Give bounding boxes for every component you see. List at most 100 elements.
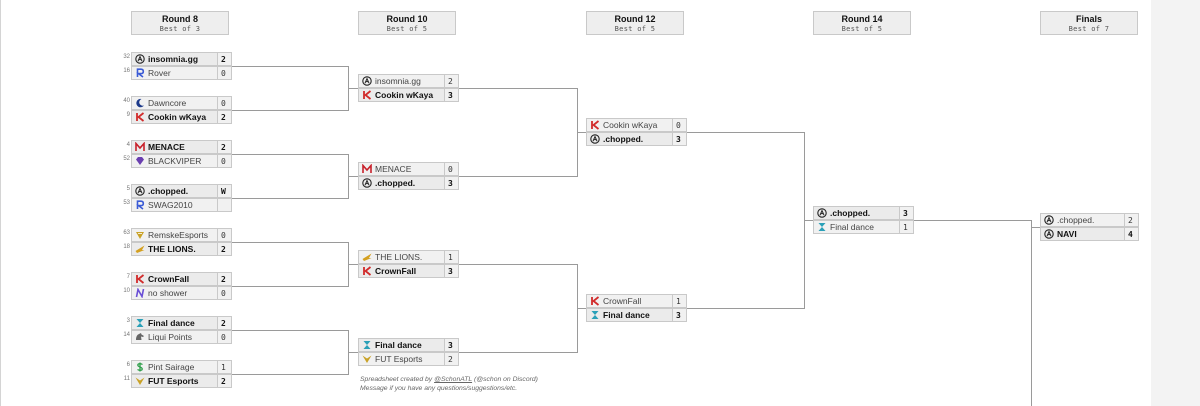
a-circle-icon	[361, 178, 372, 189]
team-cell[interactable]: Liqui Points	[131, 330, 218, 344]
score-cell[interactable]: 1	[899, 220, 914, 234]
team-name: SWAG2010	[148, 200, 193, 210]
team-cell[interactable]: Pint Sairage	[131, 360, 218, 374]
seed-number: 6	[126, 362, 130, 368]
score-cell[interactable]: 0	[217, 286, 232, 300]
team-cell[interactable]: Final dance	[813, 220, 900, 234]
team-cell[interactable]: .chopped.	[1040, 213, 1125, 227]
team-name: Final dance	[148, 318, 195, 328]
team-cell[interactable]: insomnia.gg	[358, 74, 445, 88]
team-cell[interactable]: .chopped.	[813, 206, 900, 220]
score-cell[interactable]: 2	[217, 316, 232, 330]
k-letter-icon	[134, 274, 145, 285]
team-name: CrownFall	[603, 296, 642, 306]
team-cell[interactable]: NAVI	[1040, 227, 1125, 241]
seed-number: 16	[123, 68, 130, 74]
round-14-header: Round 14 Best of 5	[813, 11, 911, 35]
score-cell[interactable]: 3	[444, 264, 459, 278]
score-cell[interactable]: 2	[444, 352, 459, 366]
r-letter-icon	[134, 200, 145, 211]
team-name: Final dance	[375, 340, 422, 350]
team-name: .chopped.	[375, 178, 416, 188]
team-cell[interactable]: no shower	[131, 286, 218, 300]
team-cell[interactable]: CrownFall	[131, 272, 218, 286]
round-subtitle: Best of 5	[386, 25, 428, 33]
team-cell[interactable]: Rover	[131, 66, 218, 80]
team-cell[interactable]: .chopped.	[131, 184, 218, 198]
round-8-header: Round 8 Best of 3	[131, 11, 229, 35]
score-cell[interactable]: 0	[217, 154, 232, 168]
team-name: CrownFall	[375, 266, 417, 276]
score-cell[interactable]: 0	[672, 118, 687, 132]
team-cell[interactable]: Final dance	[358, 338, 445, 352]
round-title: Round 10	[386, 14, 428, 24]
score-cell[interactable]: 1	[217, 360, 232, 374]
score-cell[interactable]: 3	[444, 88, 459, 102]
score-cell[interactable]: 2	[217, 140, 232, 154]
score-cell[interactable]: 0	[217, 66, 232, 80]
score-cell[interactable]: 4	[1124, 227, 1139, 241]
seed-number: 4	[126, 142, 130, 148]
hourglass-icon	[816, 222, 827, 233]
team-cell[interactable]: THE LIONS.	[358, 250, 445, 264]
team-cell[interactable]: BLACKVIPER	[131, 154, 218, 168]
team-name: THE LIONS.	[375, 252, 423, 262]
score-cell[interactable]: 2	[217, 52, 232, 66]
team-cell[interactable]: Final dance	[131, 316, 218, 330]
score-cell[interactable]: 3	[672, 308, 687, 322]
team-name: THE LIONS.	[148, 244, 196, 254]
seed-number: 18	[123, 244, 130, 250]
score-cell[interactable]: 2	[1124, 213, 1139, 227]
team-cell[interactable]: insomnia.gg	[131, 52, 218, 66]
team-cell[interactable]: FUT Esports	[131, 374, 218, 388]
team-cell[interactable]: SWAG2010	[131, 198, 218, 212]
team-cell[interactable]: Cookin wKaya	[586, 118, 673, 132]
score-cell[interactable]: 0	[217, 96, 232, 110]
team-cell[interactable]: Dawncore	[131, 96, 218, 110]
score-cell[interactable]: 2	[217, 110, 232, 124]
a-circle-icon	[361, 76, 372, 87]
score-cell[interactable]: 1	[444, 250, 459, 264]
team-cell[interactable]: FUT Esports	[358, 352, 445, 366]
score-cell[interactable]: 3	[444, 176, 459, 190]
a-circle-icon	[1043, 215, 1054, 226]
seed-number: 10	[123, 288, 130, 294]
score-cell[interactable]: 0	[217, 228, 232, 242]
a-circle-icon	[134, 54, 145, 65]
m-letter-icon	[134, 142, 145, 153]
team-cell[interactable]: Cookin wKaya	[131, 110, 218, 124]
team-cell[interactable]: CrownFall	[586, 294, 673, 308]
team-cell[interactable]: Final dance	[586, 308, 673, 322]
score-cell[interactable]: 3	[899, 206, 914, 220]
k-letter-icon	[589, 296, 600, 307]
team-cell[interactable]: Cookin wKaya	[358, 88, 445, 102]
team-cell[interactable]: MENACE	[358, 162, 445, 176]
score-cell[interactable]: 2	[444, 74, 459, 88]
k-letter-icon	[361, 266, 372, 277]
round-title: Round 12	[614, 14, 656, 24]
score-cell[interactable]	[217, 198, 232, 212]
team-name: Pint Sairage	[148, 362, 195, 372]
wing-icon	[134, 244, 145, 255]
team-cell[interactable]: RemskeEsports	[131, 228, 218, 242]
score-cell[interactable]: 2	[217, 374, 232, 388]
credit-line-2: Message if you have any questions/sugges…	[360, 385, 518, 392]
score-cell[interactable]: 2	[217, 242, 232, 256]
team-cell[interactable]: CrownFall	[358, 264, 445, 278]
team-cell[interactable]: .chopped.	[358, 176, 445, 190]
score-cell[interactable]: 3	[444, 338, 459, 352]
score-cell[interactable]: 2	[217, 272, 232, 286]
team-cell[interactable]: .chopped.	[586, 132, 673, 146]
score-cell[interactable]: 0	[217, 330, 232, 344]
score-cell[interactable]: 1	[672, 294, 687, 308]
team-name: MENACE	[375, 164, 412, 174]
n-letter-icon	[134, 288, 145, 299]
team-cell[interactable]: MENACE	[131, 140, 218, 154]
diamond-icon	[134, 156, 145, 167]
score-cell[interactable]: W	[217, 184, 232, 198]
credit-handle-link[interactable]: @SchonATL	[434, 376, 473, 383]
score-cell[interactable]: 3	[672, 132, 687, 146]
score-cell[interactable]: 0	[444, 162, 459, 176]
team-cell[interactable]: THE LIONS.	[131, 242, 218, 256]
team-name: insomnia.gg	[148, 54, 199, 64]
